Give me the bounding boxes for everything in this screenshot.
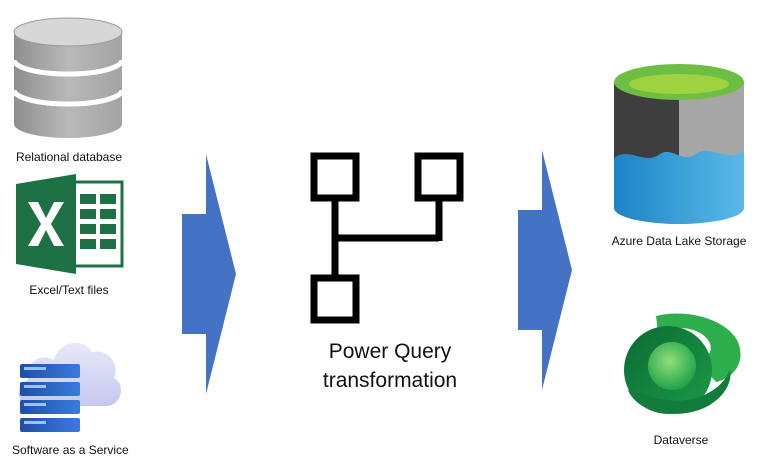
left-arrow-icon — [180, 154, 238, 394]
azure-data-lake-label: Azure Data Lake Storage — [611, 234, 747, 248]
database-icon — [10, 12, 126, 144]
power-query-title-line2: transformation — [322, 369, 458, 392]
excel-icon — [14, 174, 124, 274]
right-arrow-icon — [516, 150, 574, 390]
power-query-title-line1: Power Query — [328, 340, 452, 363]
relational-database-label: Relational database — [15, 150, 123, 164]
azure-data-lake-icon — [610, 58, 748, 230]
excel-text-files-label: Excel/Text files — [29, 283, 109, 297]
saas-label: Software as a Service — [12, 443, 129, 457]
power-query-icon — [310, 152, 464, 324]
saas-cloud-icon — [10, 318, 125, 438]
dataverse-icon — [618, 312, 750, 420]
dataverse-label: Dataverse — [653, 433, 709, 447]
